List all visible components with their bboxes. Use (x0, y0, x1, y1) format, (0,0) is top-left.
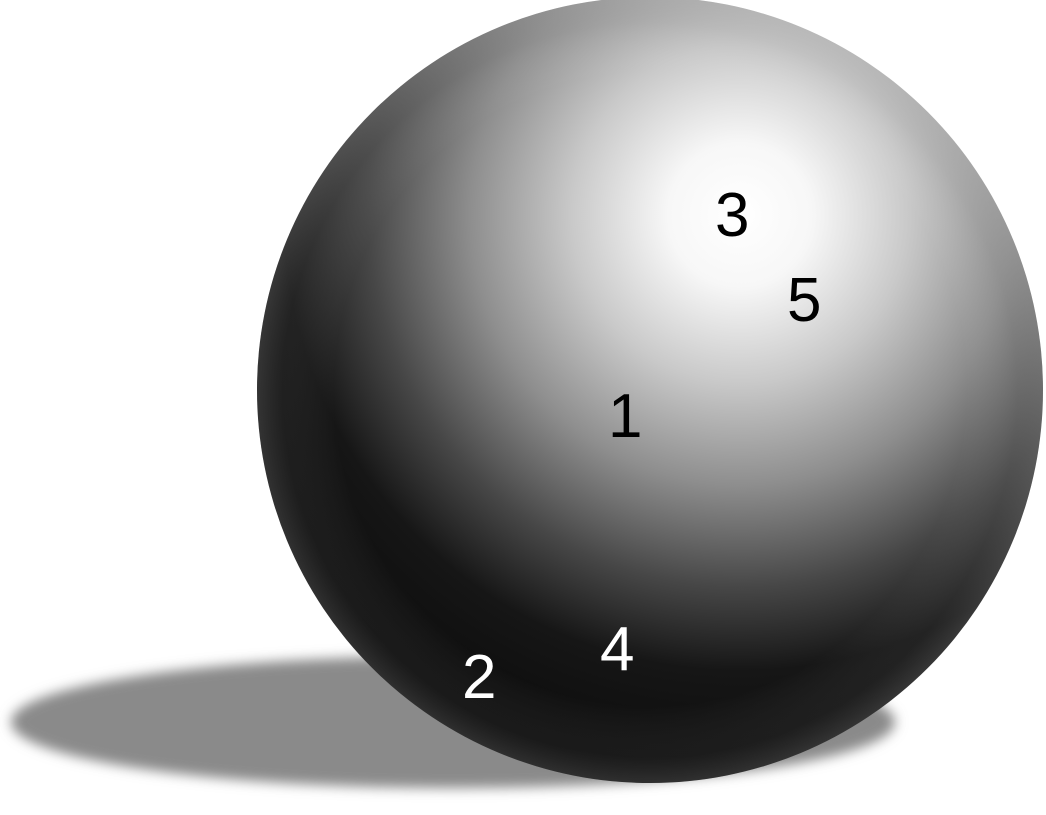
label-4: 4 (600, 615, 634, 684)
sphere-rim-light (257, 0, 1043, 783)
label-5: 5 (787, 266, 821, 335)
label-3: 3 (715, 181, 749, 250)
label-2: 2 (462, 643, 496, 712)
label-1: 1 (608, 382, 642, 451)
